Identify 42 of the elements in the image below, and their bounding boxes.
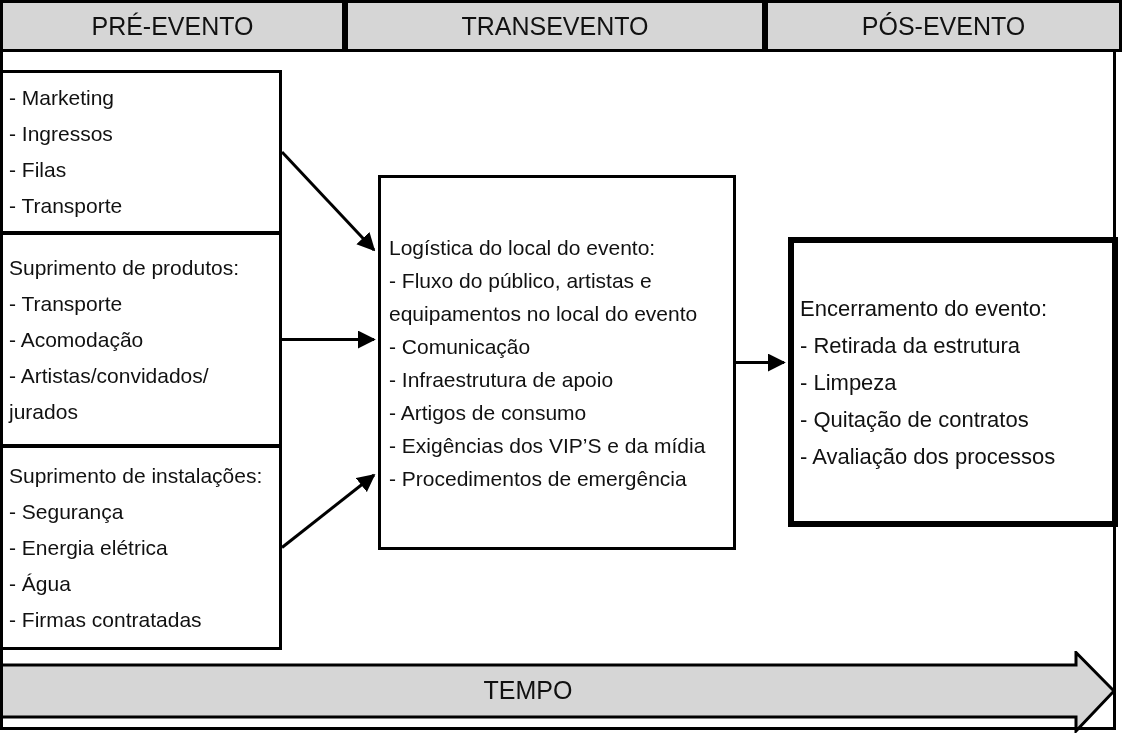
list-item: - Avaliação dos processos	[800, 442, 1057, 471]
phase-header	[345, 0, 765, 52]
time-label: TEMPO	[483, 675, 573, 705]
list-item: - Infraestrutura de apoio	[389, 366, 615, 393]
activity-box	[0, 232, 282, 447]
phase-header	[765, 0, 1122, 52]
list-item: - Quitação de contratos	[800, 405, 1030, 434]
list-item: - Acomodação	[9, 326, 145, 353]
activity-box	[0, 445, 282, 650]
arrow	[281, 473, 376, 549]
box-heading: Encerramento do evento:	[800, 294, 1049, 323]
list-item: - Comunicação	[389, 333, 532, 360]
box-heading: Suprimento de produtos:	[9, 254, 240, 281]
list-item: - Energia elétrica	[9, 534, 169, 561]
time-arrow	[0, 651, 1116, 733]
list-item: - Marketing	[9, 85, 116, 111]
phase-header	[0, 0, 345, 52]
arrow	[736, 353, 786, 372]
list-item: - Fluxo do público, artistas e equipamentos no local do evento	[389, 267, 699, 327]
list-item: - Artigos de consumo	[389, 399, 588, 426]
phase-title: TRANSEVENTO	[461, 11, 649, 41]
phase-title: PÓS-EVENTO	[861, 11, 1026, 41]
list-item: - Limpeza	[800, 368, 898, 397]
box-heading: Suprimento de instalações:	[9, 462, 264, 489]
activity-box	[378, 175, 736, 550]
list-item: - Segurança	[9, 498, 125, 525]
list-item: - Procedimentos de emergência	[389, 465, 688, 492]
phase-title: PRÉ-EVENTO	[91, 11, 254, 41]
list-item: - Filas	[9, 157, 68, 183]
activity-box	[0, 70, 282, 234]
list-item: - Transporte	[9, 193, 124, 219]
list-item: - Exigências dos VIP’S e da mídia	[389, 432, 707, 459]
list-item: - Firmas contratadas	[9, 606, 203, 633]
list-item: - Transporte	[9, 290, 124, 317]
list-item: - Artistas/convidados/ jurados	[9, 362, 210, 425]
box-heading: Logística do local do evento:	[389, 234, 657, 261]
list-item: - Água	[9, 570, 72, 597]
arrow	[282, 330, 376, 349]
activity-box	[788, 237, 1118, 527]
list-item: - Retirada da estrutura	[800, 331, 1022, 360]
list-item: - Ingressos	[9, 121, 114, 147]
arrow	[280, 150, 376, 252]
